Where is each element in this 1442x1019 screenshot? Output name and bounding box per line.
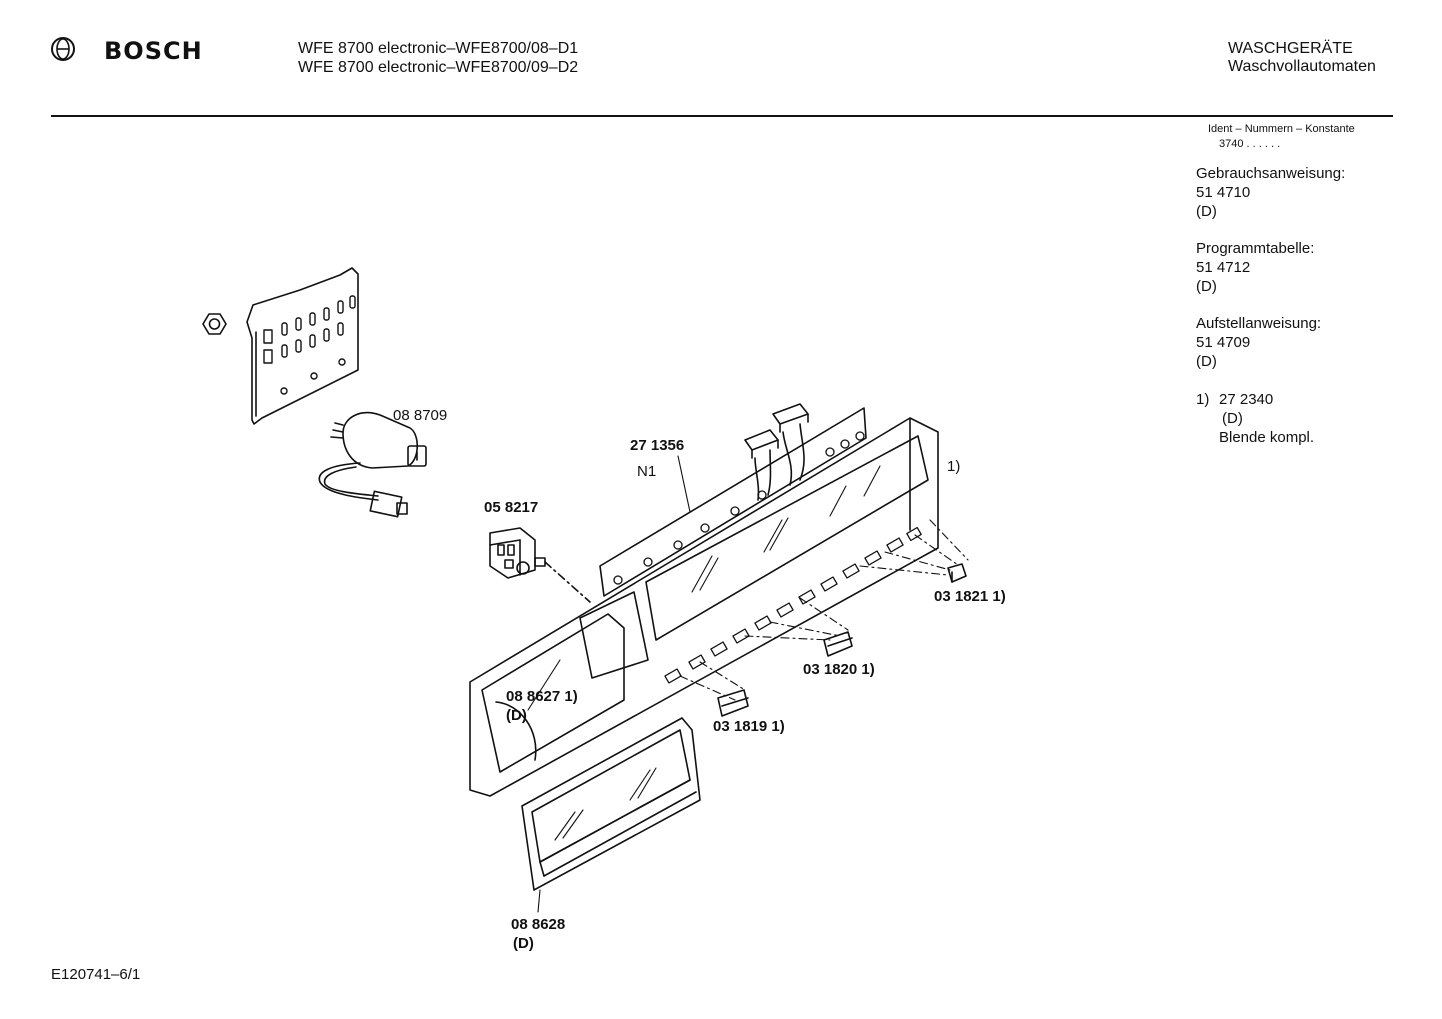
drawing-id: E120741–6/1: [51, 966, 141, 983]
label-part-031821: 03 1821 1): [934, 588, 1006, 605]
capacitor: [318, 411, 427, 518]
brand-name: BOSCH: [104, 37, 203, 65]
doc-aufstellanweisung-number: 51 4709: [1196, 334, 1251, 351]
model-line-2: WFE 8700 electronic–WFE8700/09–D2: [298, 59, 579, 76]
label-part-088709: 08 8709: [393, 407, 448, 424]
label-part-031819: 03 1819 1): [713, 718, 785, 735]
label-part-271356: 27 1356: [630, 437, 685, 454]
front-fascia: [469, 417, 939, 797]
doc-programmtabelle-number: 51 4712: [1196, 259, 1251, 276]
push-button-031819: [717, 689, 749, 717]
label-part-088627: 08 8627 1): [506, 688, 578, 705]
circuit-board: [599, 407, 867, 597]
footnote-number: 27 2340: [1219, 391, 1274, 408]
doc-gebrauchsanweisung-number: 51 4710: [1196, 184, 1251, 201]
model-line-1: WFE 8700 electronic–WFE8700/08–D1: [298, 40, 579, 57]
bosch-logo: [50, 36, 76, 62]
footnote-marker: 1): [1196, 391, 1210, 408]
doc-programmtabelle-title: Programmtabelle:: [1196, 240, 1315, 257]
selector-switch: [489, 527, 546, 579]
footnote-lang: (D): [1222, 410, 1243, 427]
label-part-088628: 08 8628: [511, 916, 566, 933]
category-title: WASCHGERÄTE: [1228, 40, 1353, 57]
label-footnote-1: 1): [947, 458, 961, 475]
leader-lines: [527, 455, 691, 913]
doc-aufstellanweisung-title: Aufstellanweisung:: [1196, 315, 1322, 332]
ident-value: 3740 . . . . . .: [1219, 138, 1281, 150]
push-button-031820: [823, 631, 853, 657]
label-part-088628-lang: (D): [513, 935, 534, 952]
doc-gebrauchsanweisung-title: Gebrauchsanweisung:: [1196, 165, 1346, 182]
label-part-088627-lang: (D): [506, 707, 527, 724]
push-button-031821: [947, 563, 967, 583]
hex-nut: [202, 313, 227, 335]
label-part-058217: 05 8217: [484, 499, 539, 516]
ident-title: Ident – Nummern – Konstante: [1208, 123, 1355, 135]
doc-aufstellanweisung-lang: (D): [1196, 353, 1217, 370]
lower-cover: [521, 717, 701, 891]
ribbon-cables: [744, 403, 809, 501]
header-rule: [51, 115, 1393, 117]
bosch-armature-icon: [51, 37, 75, 61]
label-n1: N1: [637, 463, 657, 480]
footnote-text: Blende kompl.: [1219, 429, 1315, 446]
subcategory-title: Waschvollautomaten: [1228, 58, 1376, 75]
mounting-bracket: [246, 267, 359, 425]
doc-programmtabelle-lang: (D): [1196, 278, 1217, 295]
label-part-031820: 03 1820 1): [803, 661, 875, 678]
doc-gebrauchsanweisung-lang: (D): [1196, 203, 1217, 220]
